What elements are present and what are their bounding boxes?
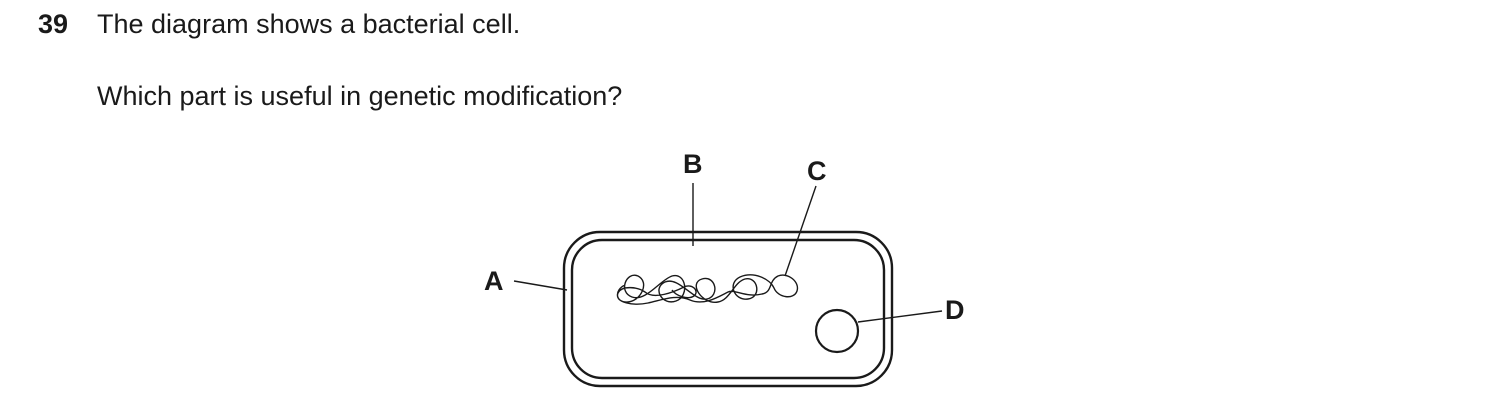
label-line-a bbox=[513, 280, 568, 291]
plasmid bbox=[814, 308, 860, 354]
question-stem: The diagram shows a bacterial cell. bbox=[97, 9, 521, 39]
chromosome-dna bbox=[616, 274, 799, 305]
label-a: A bbox=[484, 266, 504, 296]
cell-wall bbox=[562, 230, 894, 388]
label-b: B bbox=[683, 149, 703, 179]
question-prompt: Which part is useful in genetic modifica… bbox=[97, 81, 623, 111]
label-line-d bbox=[857, 310, 943, 323]
question-number: 39 bbox=[38, 9, 69, 39]
label-c: C bbox=[807, 156, 827, 186]
cell-membrane bbox=[570, 238, 886, 380]
label-d: D bbox=[945, 295, 965, 325]
label-line-c bbox=[784, 185, 817, 277]
